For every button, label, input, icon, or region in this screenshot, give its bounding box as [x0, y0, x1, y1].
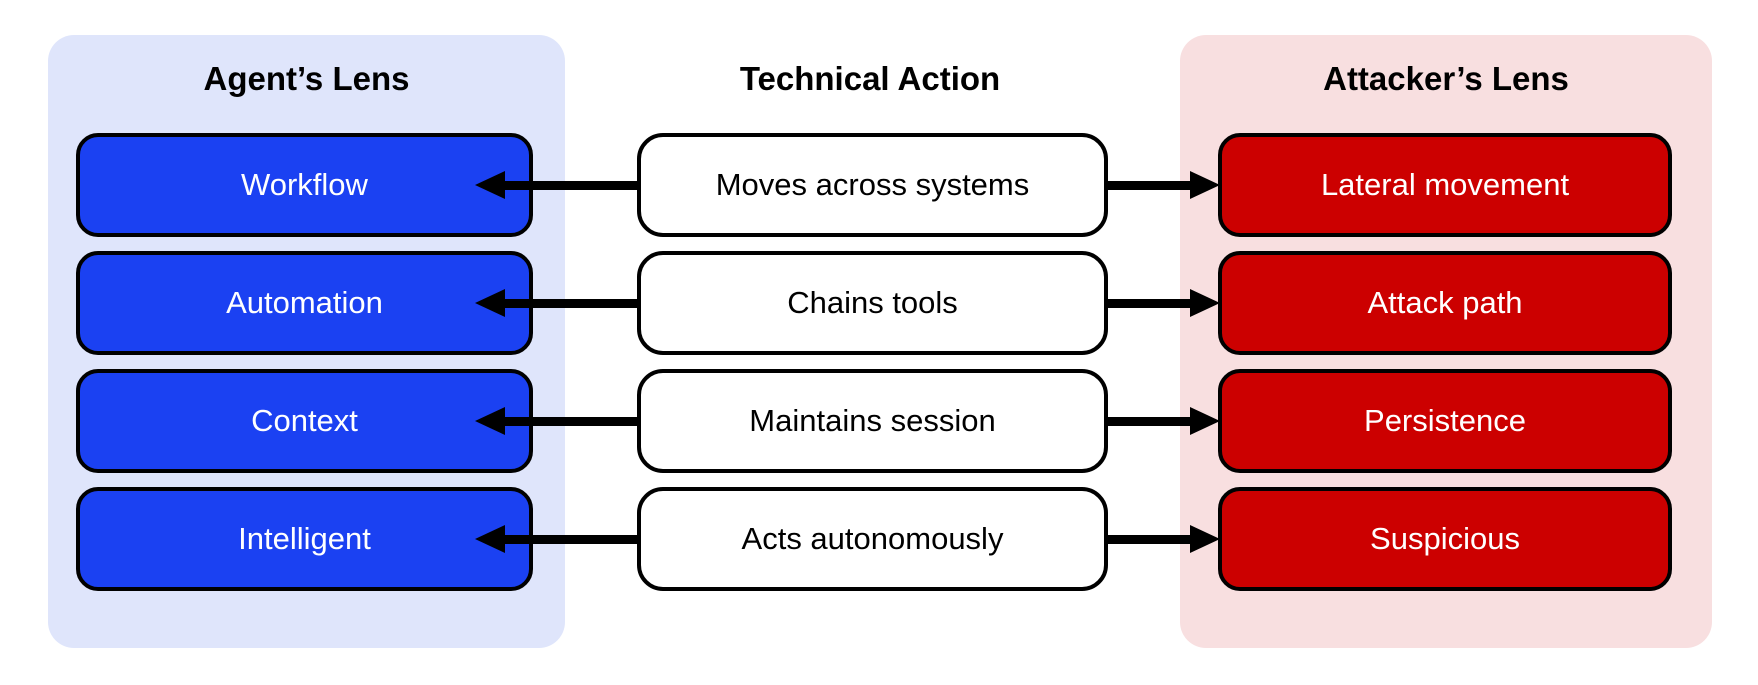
diagram-row: Automation Chains tools Attack path — [0, 251, 1758, 355]
technical-action-node[interactable]: Chains tools — [637, 251, 1108, 355]
right-arrow-icon — [1108, 407, 1220, 435]
attacker-node[interactable]: Attack path — [1218, 251, 1672, 355]
technical-action-node[interactable]: Maintains session — [637, 369, 1108, 473]
agent-node[interactable]: Automation — [76, 251, 533, 355]
right-arrow-icon — [1108, 171, 1220, 199]
right-arrow-icon — [1108, 525, 1220, 553]
technical-action-node[interactable]: Moves across systems — [637, 133, 1108, 237]
diagram-row: Workflow Moves across systems Lateral mo… — [0, 133, 1758, 237]
agent-lens-column-title: Agent’s Lens — [203, 60, 410, 97]
right-arrow-icon — [1108, 289, 1220, 317]
agent-node[interactable]: Workflow — [76, 133, 533, 237]
diagram-row: Intelligent Acts autonomously Suspicious — [0, 487, 1758, 591]
agent-node[interactable]: Intelligent — [76, 487, 533, 591]
attacker-node[interactable]: Lateral movement — [1218, 133, 1672, 237]
left-arrow-icon — [475, 525, 637, 553]
attacker-lens-column-title: Attacker’s Lens — [1323, 60, 1569, 97]
left-arrow-icon — [475, 289, 637, 317]
attacker-node[interactable]: Persistence — [1218, 369, 1672, 473]
attacker-node[interactable]: Suspicious — [1218, 487, 1672, 591]
technical-action-node[interactable]: Acts autonomously — [637, 487, 1108, 591]
diagram-row: Context Maintains session Persistence — [0, 369, 1758, 473]
left-arrow-icon — [475, 171, 637, 199]
technical-action-column-title: Technical Action — [739, 60, 1001, 97]
agent-node[interactable]: Context — [76, 369, 533, 473]
left-arrow-icon — [475, 407, 637, 435]
